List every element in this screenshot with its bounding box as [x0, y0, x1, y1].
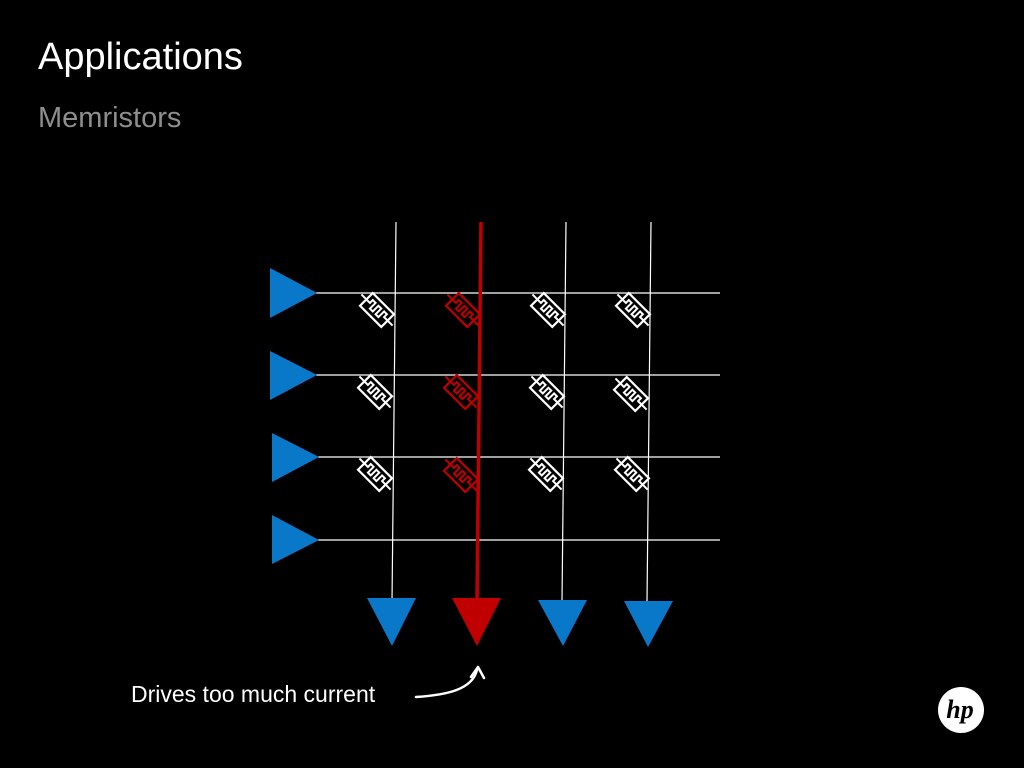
memristor-icon: [437, 368, 485, 416]
triangle-right-icon: [270, 351, 317, 400]
triangle-right-icon: [270, 268, 317, 318]
logo-text: hp: [946, 695, 973, 724]
memristor-icon: [437, 451, 485, 499]
triangle-right-icon: [272, 515, 319, 564]
column-wire: [646, 221, 652, 603]
slide-subtitle: Memristors: [38, 102, 182, 134]
column-outputs: [367, 598, 673, 647]
column-wires: [391, 221, 652, 603]
memristor-icon: [608, 450, 656, 498]
triangle-down-icon: [367, 598, 416, 646]
memristor-icon: [524, 286, 572, 334]
triangle-down-icon: [452, 598, 501, 646]
memristor-grid: [351, 286, 657, 499]
annotation-caption: Drives too much current: [131, 681, 376, 707]
triangle-down-icon: [624, 601, 673, 647]
row-drivers: [270, 268, 319, 564]
slide-title: Applications: [38, 36, 243, 78]
triangle-down-icon: [538, 600, 587, 646]
hp-logo-icon: hp: [938, 687, 984, 733]
curved-arrow-icon: [414, 665, 486, 699]
memristor-icon: [522, 450, 570, 498]
column-wire-highlighted: [475, 221, 483, 603]
memristor-icon: [609, 286, 657, 334]
triangle-right-icon: [272, 433, 319, 482]
column-wire: [561, 221, 567, 603]
memristor-icon: [607, 370, 655, 418]
memristor-icon: [351, 450, 399, 498]
column-wire: [391, 221, 397, 603]
memristor-icon: [523, 368, 571, 416]
memristor-icon: [353, 286, 401, 334]
row-wires: [316, 292, 720, 541]
memristor-icon: [351, 368, 399, 416]
